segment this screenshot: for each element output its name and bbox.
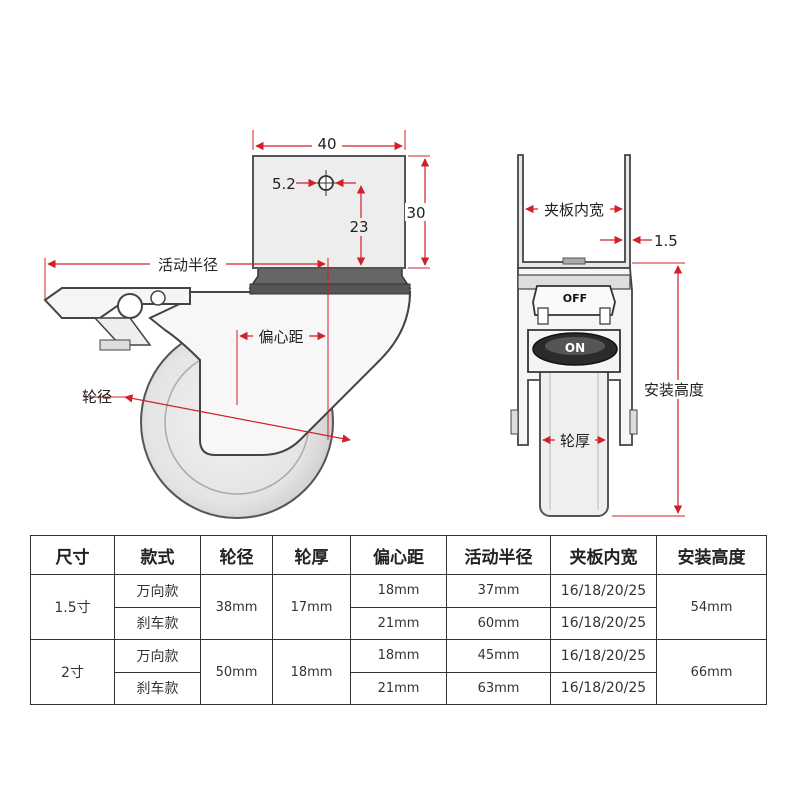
dim-swivel-radius-label: 活动半径 (158, 256, 218, 274)
header-wheel-diameter: 轮径 (200, 535, 273, 575)
cell-size: 2寸 (30, 639, 115, 705)
side-top-plate (252, 155, 406, 269)
dim-plate-thickness: 1.5 (600, 232, 678, 250)
cell-wheel-width: 18mm (272, 639, 351, 705)
dim-plate-inner-width-label: 夹板内宽 (544, 201, 604, 219)
cell-wheel-width: 17mm (272, 574, 351, 640)
cell-swivel-radius: 45mm (446, 639, 551, 673)
side-view: 40 5.2 23 30 活动半径 (43, 130, 431, 519)
off-label: OFF (563, 292, 587, 305)
caster-dimension-diagram: 40 5.2 23 30 活动半径 (43, 130, 720, 519)
cell-plate-width: 16/18/20/25 (550, 606, 657, 640)
table-row: 1.5寸 万向款 38mm 17mm 18mm 37mm 16/18/20/25… (30, 574, 767, 640)
dim-install-height-label: 安装高度 (644, 381, 704, 399)
cell-style: 刹车款 (114, 606, 201, 640)
on-label: ON (565, 341, 585, 355)
dim-hole-height: 23 (346, 185, 372, 266)
dim-swivel-radius: 活动半径 (44, 255, 329, 440)
cell-style: 刹车款 (114, 671, 201, 705)
cell-wheel-diameter: 38mm (200, 574, 273, 640)
dim-wheel-width: 轮厚 (542, 430, 606, 450)
dim-hole-height-label: 23 (349, 218, 368, 236)
cell-install-height: 66mm (656, 639, 767, 705)
table-row: 2寸 万向款 50mm 18mm 18mm 45mm 16/18/20/25 6… (30, 639, 767, 705)
cell-plate-width: 16/18/20/25 (550, 574, 657, 608)
cell-swivel-radius: 37mm (446, 574, 551, 608)
table-row: 刹车款 21mm 60mm 16/18/20/25 (31, 606, 767, 640)
cell-size: 1.5寸 (30, 574, 115, 640)
dim-plate-inner-width: 夹板内宽 (525, 199, 623, 219)
cell-install-height: 54mm (656, 574, 767, 640)
dim-plate-height: 30 (405, 155, 431, 269)
cell-plate-width: 16/18/20/25 (550, 639, 657, 673)
cell-plate-width: 16/18/20/25 (550, 671, 657, 705)
dim-offset-label: 偏心距 (258, 328, 303, 346)
dim-plate-height-label: 30 (406, 204, 425, 222)
cell-offset: 21mm (350, 606, 447, 640)
dim-plate-thickness-label: 1.5 (654, 232, 678, 250)
dim-install-height: 安装高度 (612, 262, 720, 517)
cell-offset: 18mm (350, 574, 447, 608)
dim-wheel-diameter: 轮径 (82, 388, 351, 443)
cell-swivel-radius: 60mm (446, 606, 551, 640)
front-brake-pedal: OFF ON (527, 285, 621, 373)
header-size: 尺寸 (30, 535, 115, 575)
table-header-row: 尺寸 款式 轮径 轮厚 偏心距 活动半径 夹板内宽 安装高度 (30, 535, 767, 575)
side-brake-lever (43, 287, 191, 351)
front-view: OFF ON 夹板内宽 1.5 安装高度 轮厚 (510, 154, 720, 517)
header-style: 款式 (114, 535, 201, 575)
spec-table: 尺寸 款式 轮径 轮厚 偏心距 活动半径 夹板内宽 安装高度 1.5寸 万向款 … (30, 535, 767, 705)
cell-offset: 21mm (350, 671, 447, 705)
dim-wheel-width-label: 轮厚 (560, 432, 590, 450)
cell-style: 万向款 (114, 639, 201, 673)
cell-swivel-radius: 63mm (446, 671, 551, 705)
cell-offset: 18mm (350, 639, 447, 673)
dim-offset: 偏心距 (236, 327, 326, 405)
dim-hole-label: 5.2 (272, 175, 296, 193)
header-wheel-width: 轮厚 (272, 535, 351, 575)
header-install-height: 安装高度 (656, 535, 767, 575)
cell-wheel-diameter: 50mm (200, 639, 273, 705)
header-swivel-radius: 活动半径 (446, 535, 551, 575)
dim-plate-width-label: 40 (317, 135, 336, 153)
header-offset: 偏心距 (350, 535, 447, 575)
dim-wheel-diameter-label: 轮径 (82, 388, 112, 406)
dim-plate-width: 40 (252, 130, 406, 153)
dim-hole: 5.2 (272, 175, 356, 193)
header-plate-width: 夹板内宽 (550, 535, 657, 575)
table-row: 刹车款 21mm 63mm 16/18/20/25 (31, 671, 767, 705)
cell-style: 万向款 (114, 574, 201, 608)
